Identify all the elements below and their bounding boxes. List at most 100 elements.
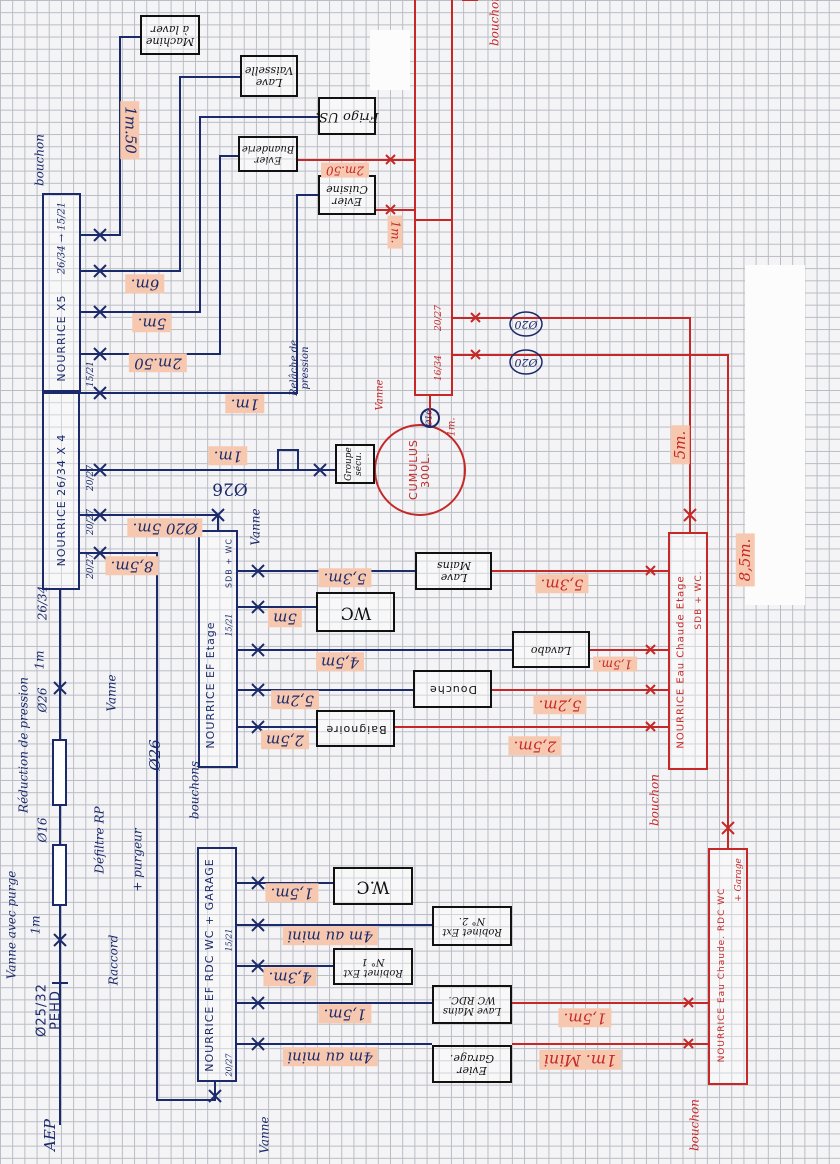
length-label: 1m.50 xyxy=(120,101,140,159)
length-label: 1,5m. xyxy=(558,1008,612,1028)
cumulus-valve: Vanne xyxy=(374,379,386,411)
length-label: 5m xyxy=(268,608,302,628)
fixture-label: Evier Garage. xyxy=(449,1052,495,1078)
nourrice-x5 xyxy=(42,193,81,392)
fixture-frigo: Frigo US. xyxy=(315,97,379,135)
pipe-26: Ø26 xyxy=(35,687,50,713)
riser-size: 26/34 xyxy=(35,585,50,621)
pipe-16: Ø16 xyxy=(35,817,50,843)
etage-size: 15/21 xyxy=(224,613,234,637)
relief-length: 1m. xyxy=(208,446,248,466)
fixture-label: Baignoire xyxy=(324,722,387,736)
length-label: 5m. xyxy=(132,313,172,333)
nourrice-chaude-rdc-sub: + Garage xyxy=(734,858,745,902)
length-label: 1,5m. xyxy=(265,883,319,903)
relief-note: Relâche de pression xyxy=(289,339,311,397)
length-label: 5,3m. xyxy=(318,568,372,588)
fixture-label: Lave Mains xyxy=(436,559,471,585)
fixture-lave-vaisselle: Lave Vaisselle xyxy=(240,55,298,97)
inlet-size: Ø16 xyxy=(424,409,434,427)
fixture-label: Frigo US. xyxy=(315,109,379,125)
fixture-robinet-ext-2: Robinet Ext N° 2. xyxy=(432,906,512,946)
bouchons-note: bouchons xyxy=(187,760,202,820)
fixture-label: Evier Buanderie xyxy=(241,143,295,165)
length-label: 1m. Mini xyxy=(538,1050,622,1070)
rdc-size: 15/21 xyxy=(224,928,234,952)
nourrice-x5-label: NOURRICE X5 xyxy=(54,294,68,382)
nourrice-chaude-etage xyxy=(668,532,708,770)
filter-note: Défiltre RP xyxy=(92,806,107,874)
length-label: 1,5m. xyxy=(318,1004,372,1024)
nourrice-ef-rdc-label: NOURRICE EF RDC WC + GARAGE xyxy=(202,858,216,1072)
fixture-douche: Douche xyxy=(413,670,492,708)
plug-note: bouchon xyxy=(647,773,662,827)
feed-length: 8,5m. xyxy=(735,533,755,587)
fixture-lave-mains: Lave Mains xyxy=(415,552,492,590)
hot-valves xyxy=(385,154,735,1049)
nourrice-x4-label: NOURRICE 26/34 X 4 xyxy=(54,433,68,567)
length-label: 1m. xyxy=(225,394,265,414)
plug-note: bouchon xyxy=(687,1098,702,1152)
purger-note: + purgeur xyxy=(130,828,145,892)
length-label: 1,5m. xyxy=(592,656,638,672)
cumulus-label: CUMULUS 300L. xyxy=(406,439,432,500)
pipe-tag: Ø20 xyxy=(514,356,538,370)
rdc-valve-note: Vanne xyxy=(257,1116,272,1154)
length-label: 5,2m. xyxy=(533,695,587,715)
fixture-lave-mains-rdc: Lave Mains WC RDC. xyxy=(432,985,512,1024)
x4-size: 20/27 xyxy=(86,553,97,579)
length-label: 2m.50 xyxy=(129,353,187,373)
x5-side-size: 15/21 xyxy=(86,361,97,387)
cold-valves xyxy=(52,228,327,1103)
fixture-evier-buanderie: Evier Buanderie xyxy=(238,136,298,172)
tape-patch xyxy=(370,30,410,90)
fixture-label: Douche xyxy=(428,683,477,697)
pipe-26-label: Ø26 xyxy=(212,478,248,499)
length-label: 2,5m xyxy=(260,730,310,750)
nourrice-chaude-etage-sub: SDB + WC. xyxy=(694,570,705,630)
fixture-machine-laver: Machine à laver xyxy=(140,15,200,55)
x4-size: 20/27 xyxy=(86,509,97,535)
nourrice-ef-etage-label: NOURRICE EF Etage xyxy=(203,621,217,749)
length-label: 4,5m xyxy=(315,652,365,672)
length-label: 2m.50 xyxy=(320,162,370,178)
fixture-label: Lave Vaisselle xyxy=(244,64,294,90)
nourrice-ef-etage xyxy=(198,530,238,768)
pipe-note: Ø25/32 PEHD xyxy=(34,983,64,1037)
fixture-robinet-ext-1: Robinet Ext N° 1 xyxy=(333,948,413,985)
rdc-size2: 20/27 xyxy=(224,1053,234,1077)
length-label: 4m au mini xyxy=(282,1047,378,1067)
pipe-tag: Ø20 xyxy=(514,318,538,332)
inlet-length: 1m. xyxy=(446,417,458,437)
nourrice-ef-etage-sub: SDB + WC xyxy=(224,537,234,589)
hot-water-pipes xyxy=(298,0,729,1045)
rdc-length: 8,5m. xyxy=(105,556,159,576)
x4-size: 20/27 xyxy=(86,465,97,491)
nourrice-x5-sizes: 26/34 → 15/21 xyxy=(56,201,68,275)
fixture-evier-garage: Evier Garage. xyxy=(432,1045,512,1083)
tape-patch xyxy=(745,265,805,605)
source-label: AEP xyxy=(40,1119,59,1151)
nourrice-size: 20/27 xyxy=(434,305,445,331)
fixture-label: Robinet Ext N° 2. xyxy=(442,915,502,937)
fixture-label: Machine à laver xyxy=(145,23,195,49)
nourrice-size: 16/34 xyxy=(434,355,445,381)
fixture-label: Lavabo xyxy=(530,643,572,657)
length-label: 4,3m. xyxy=(263,967,317,987)
main-pipe-26: Ø26 xyxy=(145,739,164,771)
connector-note: Raccord xyxy=(106,934,121,986)
fixture-lavabo: Lavabo xyxy=(512,631,590,668)
fixture-label: Evier Cuisine xyxy=(326,183,368,209)
pipe-evier-cuisine xyxy=(80,194,318,394)
length-label: 2,5m. xyxy=(508,736,562,756)
reducer-note: Réduction de pression xyxy=(16,677,31,813)
top-plug: bouchon xyxy=(487,0,502,47)
fixture-wc-rdc: W.C xyxy=(333,867,413,905)
fixture-baignoire: Baignoire xyxy=(316,710,395,747)
fixture-label: Lave Mains WC RDC. xyxy=(442,993,502,1016)
valve-purge-note: Vanne avec purge xyxy=(4,870,19,980)
valve-note: Vanne xyxy=(248,508,263,546)
length-label: 5,3m. xyxy=(535,574,589,594)
fixture-label: Robinet Ext N° 1 xyxy=(343,955,403,978)
